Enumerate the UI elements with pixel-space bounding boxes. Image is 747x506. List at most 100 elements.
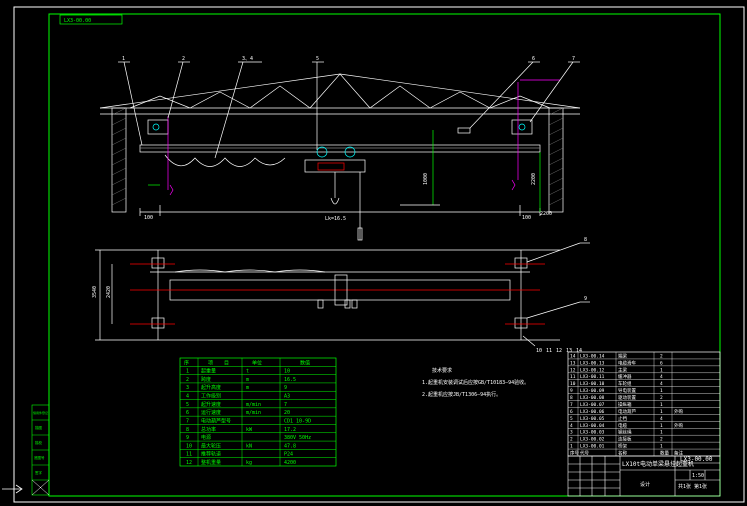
parts-header-cell: 名称 — [618, 450, 627, 457]
param-cell: m/min — [246, 402, 261, 408]
parts-cell: 13 — [570, 360, 576, 366]
param-row-number: 5 — [186, 402, 189, 408]
parts-cell: 5 — [570, 416, 573, 422]
title-block-text: LX3-00.00 LX10t电动单梁悬挂起重机 1:50 共1张 第1张 设计 — [622, 456, 713, 490]
dim-left-vertical-2: 2420 — [106, 286, 112, 298]
param-cell: 整机重量 — [201, 459, 221, 466]
param-cell: t — [246, 369, 249, 375]
parts-cell: LX3-00.01 — [580, 444, 605, 450]
dim-right-vertical-2: 2200 — [531, 173, 537, 185]
parts-cell: LX3-00.05 — [580, 416, 605, 422]
tech-notes-title: 技术要求 — [432, 367, 452, 374]
company-field: 设计 — [640, 481, 650, 488]
balloon-11: 11 — [546, 348, 552, 354]
tech-note-1: 1.起重机安装调试后应按GB/T10183—94验收。 — [422, 379, 529, 386]
param-row-number: 11 — [186, 452, 192, 458]
elevation-view — [99, 61, 581, 241]
dim-bottom-left: 100 — [144, 215, 153, 221]
param-cell: 10 — [284, 369, 290, 375]
parts-cell: 主梁 — [618, 366, 627, 373]
code-stamp-text: LX3-00.00 — [64, 18, 91, 24]
param-row-number: 7 — [186, 418, 189, 424]
parts-cell: 缓冲器 — [618, 373, 632, 380]
param-cell: 运行速度 — [201, 409, 221, 416]
drawing-scale: 1:50 — [692, 473, 704, 479]
parts-cell: 6 — [660, 360, 663, 366]
param-cell: P24 — [284, 452, 293, 458]
param-cell: 4200 — [284, 460, 296, 466]
param-header-cell: 项 — [208, 360, 213, 366]
param-cell: m — [246, 385, 249, 391]
balloon-3-4: 3、4 — [242, 56, 253, 62]
parts-cell: 4 — [660, 381, 663, 387]
param-row-number: 9 — [186, 435, 189, 441]
param-header-cell: 目 — [224, 360, 229, 366]
param-cell: 380V 50Hz — [284, 435, 311, 441]
balloon-10: 10 — [536, 348, 542, 354]
param-row-number: 3 — [186, 385, 189, 391]
param-cell: 20 — [284, 410, 290, 416]
param-cell: kN — [246, 443, 252, 449]
side-block: 借用件登记 描图 描校 底图号 签字 — [31, 404, 50, 496]
parts-header-cell: 数量 — [660, 450, 669, 457]
drawing-number: LX3-00.00 — [680, 456, 713, 463]
param-cell: m — [246, 377, 249, 383]
side-label-2: 描图 — [35, 425, 42, 430]
parts-cell: 止挡 — [618, 415, 627, 422]
param-row-number: 2 — [186, 377, 189, 383]
param-row-number: 10 — [186, 443, 192, 449]
parts-cell: 2 — [660, 437, 663, 443]
parts-cell: 驱动装置 — [618, 394, 636, 401]
parts-cell: 10 — [570, 381, 576, 387]
parts-cell: LX3-00.04 — [580, 423, 605, 429]
parts-cell: 1 — [660, 402, 663, 408]
drawing-sheet: 共1张 第1张 — [678, 483, 707, 490]
balloon-6: 6 — [532, 56, 535, 62]
parts-cell: 9 — [570, 388, 573, 394]
balloon-14: 14 — [576, 348, 582, 354]
parts-cell: 电缆 — [618, 422, 627, 429]
parts-cell: 车轮组 — [618, 380, 632, 387]
param-header-cell: 单位 — [252, 359, 262, 366]
param-cell: 47.8 — [284, 443, 296, 449]
parts-cell: 端梁 — [618, 352, 627, 359]
balloon-1: 1 — [122, 56, 125, 62]
balloon-9: 9 — [584, 296, 587, 302]
parts-cell: 4 — [570, 423, 573, 429]
parts-cell: 操纵箱 — [618, 401, 632, 408]
parts-cell: 外购 — [674, 422, 683, 429]
parts-cell: 2 — [570, 437, 573, 443]
side-label-1: 借用件登记 — [33, 410, 48, 415]
param-cell: 7 — [284, 402, 287, 408]
parts-cell: 12 — [570, 367, 576, 373]
parts-cell: 6 — [570, 409, 573, 415]
code-stamp: LX3-00.00 — [59, 14, 123, 25]
param-row-number: 8 — [186, 427, 189, 433]
param-cell: 跨度 — [201, 376, 211, 383]
balloon-2: 2 — [182, 56, 185, 62]
param-cell: CD1 10-9D — [284, 418, 311, 424]
param-cell: 17.2 — [284, 427, 296, 433]
ucs-arrow-icon — [2, 484, 23, 494]
parts-cell: 1 — [660, 409, 663, 415]
parts-cell: LX3-00.10 — [580, 381, 605, 387]
parts-cell: LX3-00.09 — [580, 388, 605, 394]
parts-cell: 桥架 — [618, 443, 627, 450]
tech-note-2: 2.起重机应按JB/T1306—94执行。 — [422, 391, 501, 398]
parts-cell: LX3-00.02 — [580, 437, 605, 443]
parts-cell: 电动葫芦 — [618, 408, 636, 415]
side-label-4: 底图号 — [34, 455, 45, 460]
parts-header-cell: 代号 — [580, 450, 589, 457]
parts-cell: LX3-00.14 — [580, 353, 605, 359]
balloon-8: 8 — [584, 237, 587, 243]
parts-cell: 电缆滑车 — [618, 359, 636, 366]
param-cell: 16.5 — [284, 377, 296, 383]
inner-frame — [48, 13, 721, 497]
param-cell: 起升高度 — [201, 384, 221, 391]
parts-cell: LX3-00.03 — [580, 430, 605, 436]
param-cell: kW — [246, 427, 253, 433]
balloon-12: 12 — [556, 348, 562, 354]
parts-header-cell: 序号 — [570, 450, 579, 457]
parts-cell: 2 — [660, 395, 663, 401]
